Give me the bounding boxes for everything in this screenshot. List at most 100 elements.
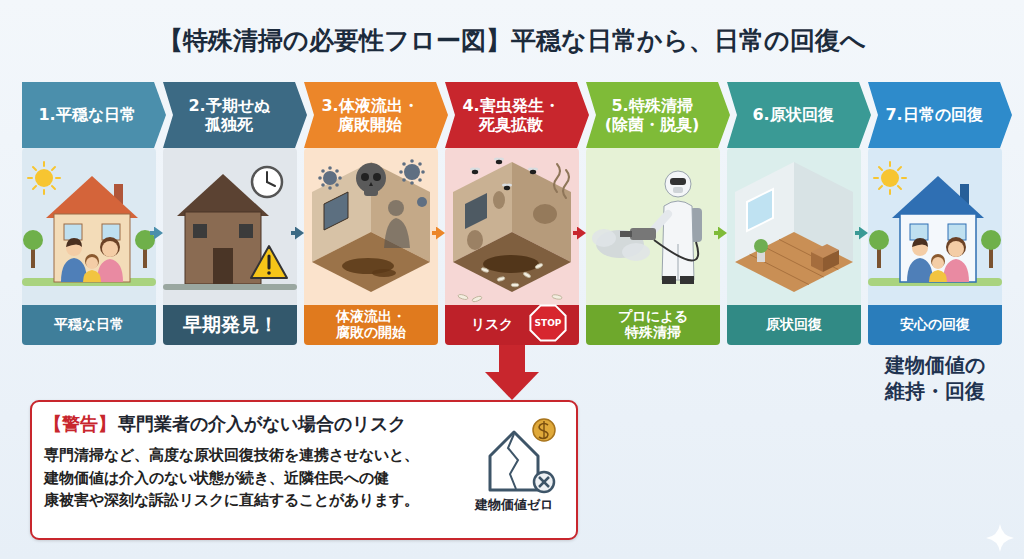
decay-room-art [338, 176, 342, 180]
infested-room-art [472, 295, 483, 302]
step-caption: プロによる 特殊清掃 [586, 305, 720, 345]
infested-room-art [512, 162, 571, 262]
restored-home-art [892, 176, 984, 218]
panel-ground [163, 148, 297, 345]
restored-room-art [811, 244, 839, 258]
value-loss-icon [533, 419, 555, 441]
decay-room-art [342, 258, 394, 274]
caption-bar [163, 305, 297, 345]
lonely-house-art [185, 212, 261, 284]
chevron-header [868, 82, 1012, 148]
infested-room-art [483, 255, 539, 273]
infested-room-art [467, 230, 483, 250]
decay-room-art [312, 232, 430, 292]
decay-room-art [328, 166, 332, 170]
peaceful-home-art [64, 224, 82, 240]
restored-home-art [900, 214, 976, 282]
decay-room-art [402, 178, 406, 182]
infested-room-art [563, 170, 569, 198]
flow-arrow [855, 231, 859, 235]
infested-room-art [497, 276, 506, 282]
chevron-header [22, 82, 166, 148]
step-panel: 5.特殊清掃 (除菌・脱臭) プロによる 特殊清掃 [586, 82, 720, 345]
step-heading: 4.害虫発生・ 死臭拡散 [445, 82, 579, 148]
panel-ground [586, 148, 720, 345]
caption-bar [727, 305, 861, 345]
cleaner-art [677, 244, 679, 280]
restored-home-art [910, 224, 928, 240]
decay-room-art [321, 183, 325, 187]
lonely-house-art [266, 172, 268, 182]
stop-sign [530, 305, 565, 340]
cleaner-art [622, 243, 650, 261]
lonely-house-art [177, 174, 269, 216]
panel-ground [304, 148, 438, 345]
decay-room-art [364, 186, 378, 196]
infested-room-art [498, 157, 504, 160]
cleaner-art [596, 230, 644, 258]
panel-ground [727, 148, 861, 345]
step-caption: 平穏な日常 [22, 305, 156, 345]
step-panel: 4.害虫発生・ 死臭拡散リスク [445, 82, 579, 345]
restored-room-art [735, 232, 853, 292]
infested-room-art [470, 167, 476, 170]
caption-bar [868, 305, 1002, 345]
cleaner-art [654, 240, 698, 261]
restored-home-art [948, 224, 966, 240]
flow-arrow [573, 231, 577, 235]
cleaner-art [673, 187, 683, 193]
step-caption: 体液流出・ 腐敗の開始 [304, 305, 438, 345]
flow-arrow [499, 345, 525, 372]
peaceful-home-art [22, 278, 156, 286]
cleaner-art [630, 228, 656, 240]
decay-room-art [323, 171, 337, 185]
step-caption: 安心の回復 [868, 305, 1002, 345]
cleaner-art [592, 171, 702, 284]
restored-home-art [907, 237, 969, 282]
infested-room-art [493, 191, 505, 209]
caption-bar [304, 305, 438, 345]
chevron-header [445, 82, 589, 148]
value-loss-icon [490, 419, 555, 492]
cleaner-art [592, 229, 616, 247]
infested-room-art [465, 193, 487, 229]
step-heading: 5.特殊清掃 (除菌・脱臭) [586, 82, 720, 148]
cleaner-art [650, 214, 668, 234]
infested-room-art [453, 157, 571, 302]
infested-room-art [532, 167, 538, 170]
restored-room-art [750, 255, 809, 285]
decay-room-art [312, 159, 430, 292]
value-loss-icon [490, 432, 538, 490]
step-panel: 3.体液流出・ 腐敗開始体液流出・ 腐敗の開始 [304, 82, 438, 345]
infested-room-art [458, 294, 469, 300]
warning-heading-row: 【警告】専門業者の介入がない場合のリスク [44, 412, 454, 436]
lonely-house-art [267, 182, 275, 186]
decay-room-art [324, 192, 348, 230]
lonely-house-art [251, 246, 287, 278]
lonely-house-art [163, 167, 297, 290]
restored-home-art [868, 162, 1002, 286]
value-loss-icon [534, 472, 554, 492]
infested-room-art [502, 183, 508, 186]
peaceful-home-art [46, 176, 138, 218]
step-caption: リスク [445, 305, 579, 345]
decay-room-art [318, 176, 322, 180]
infested-room-art [552, 294, 563, 300]
lonely-house-art [267, 271, 271, 275]
infested-room-art [554, 164, 569, 198]
warning-icon-column: 建物価値ゼロ [464, 412, 564, 528]
step-heading: 3.体液流出・ 腐敗開始 [304, 82, 438, 148]
infested-room-art [523, 271, 532, 278]
warning-heading: 専門業者の介入がない場合のリスク [118, 412, 406, 436]
value-loss-icon [539, 424, 548, 439]
peaceful-home-art [61, 237, 123, 282]
warning-box: 【警告】専門業者の介入がない場合のリスク専門清掃など、高度な原状回復技術を連携さ… [30, 400, 578, 540]
cleaner-art [662, 276, 676, 284]
panel-ground [868, 148, 1002, 345]
caption-bar [586, 305, 720, 345]
icon-caption: 建物価値ゼロ [464, 496, 564, 514]
infested-room-art [506, 183, 512, 186]
infested-room-art [530, 170, 536, 174]
restored-room-art [823, 250, 839, 272]
stop-sign-text-holder: STOP [535, 318, 562, 328]
